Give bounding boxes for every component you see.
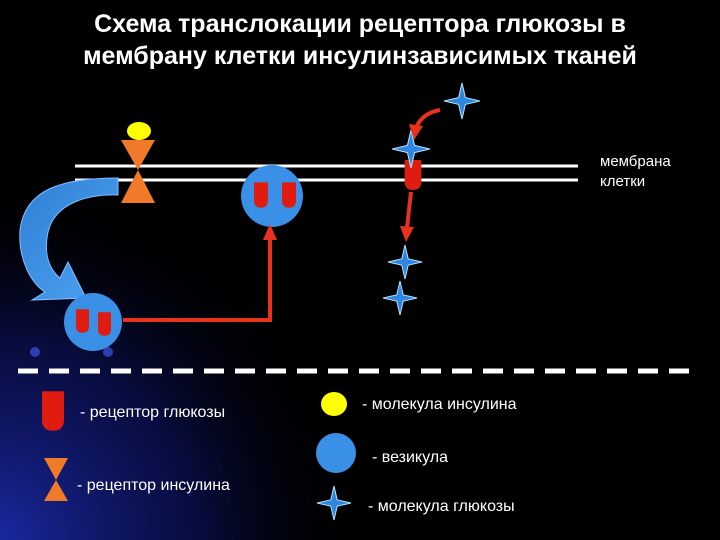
red-arrow-glucose-down <box>400 191 414 242</box>
legend-vesicle-label: - везикула <box>372 449 448 466</box>
legend-glucose-receptor-label: - рецептор глюкозы <box>80 404 226 421</box>
legend-insulin-receptor-icon <box>44 458 68 501</box>
legend-insulin-receptor-label: - рецептор инсулина <box>77 477 230 494</box>
title-line-2: мембрану клетки инсулинзависимых тканей <box>83 42 637 70</box>
legend-vesicle-icon <box>316 433 356 473</box>
insulin-molecule-bound <box>127 122 151 140</box>
red-arrow-glucose-in <box>409 108 441 140</box>
insulin-receptor-in-membrane <box>121 140 155 203</box>
membrane-label: мембрана клетки <box>600 153 671 190</box>
page-title: Схема транслокации рецептора глюкозы в м… <box>0 8 720 72</box>
legend-glucose-molecule-label: - молекула глюкозы <box>368 498 515 515</box>
legend-insulin-molecule-icon <box>321 392 347 416</box>
glucose-receptor-membrane <box>404 160 422 190</box>
cell-membrane <box>75 164 578 182</box>
curved-blue-arrow <box>19 177 119 301</box>
legend-insulin-molecule-label: - молекула инсулина <box>362 396 517 413</box>
vesicle-membrane <box>241 165 303 227</box>
title-line-1: Схема транслокации рецептора глюкозы в <box>94 10 626 38</box>
vesicle-lower <box>64 293 122 351</box>
red-arrow-vesicle-up <box>123 224 277 322</box>
legend-glucose-receptor-icon <box>42 391 64 431</box>
decor-dot <box>30 347 40 357</box>
decor-dot <box>103 347 113 357</box>
